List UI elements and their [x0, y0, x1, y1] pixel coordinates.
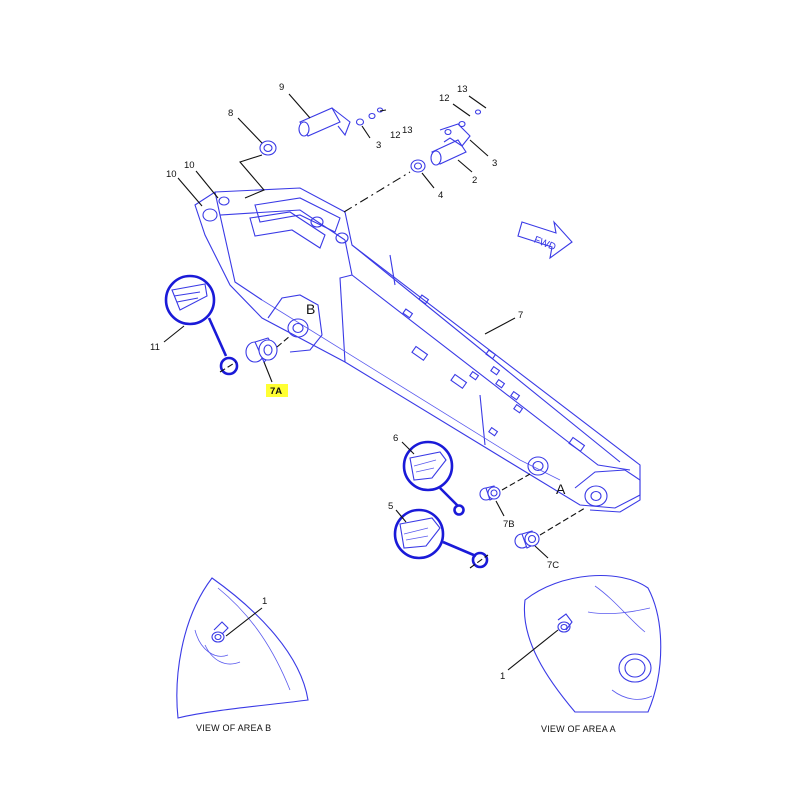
callout-8: 8 — [228, 108, 233, 119]
bushing-group-7b — [453, 473, 531, 516]
callout-13-upper: 13 — [402, 125, 413, 136]
pin-group-right — [343, 109, 482, 213]
detail-view-area-a: 1 VIEW OF AREA A — [500, 574, 662, 734]
area-b-marker: B — [306, 301, 315, 317]
callout-12-right: 12 — [439, 93, 450, 104]
detail-view-area-b: 1 VIEW OF AREA B — [176, 577, 309, 733]
callout-2: 2 — [472, 175, 477, 186]
callout-13-right: 13 — [457, 84, 468, 95]
view-area-a-label: VIEW OF AREA A — [541, 724, 616, 734]
callout-7: 7 — [518, 310, 523, 321]
callout-7a-highlight — [266, 384, 288, 397]
area-a-marker: A — [556, 481, 566, 497]
callout-3-right: 3 — [492, 158, 497, 169]
callout-7c: 7C — [547, 560, 559, 571]
callout-7b: 7B — [503, 519, 515, 530]
callout-9: 9 — [279, 82, 284, 93]
callout-12-upper: 12 — [390, 130, 401, 141]
fwd-label: FWD — [532, 235, 557, 254]
bushing-group-7a — [219, 335, 291, 376]
callout-leaders — [163, 93, 549, 559]
callout-5: 5 — [388, 501, 393, 512]
callout-1-area-b: 1 — [262, 596, 267, 607]
seal-detail-5 — [393, 508, 477, 560]
fwd-arrow: FWD — [517, 220, 573, 260]
callout-10-outer: 10 — [166, 169, 177, 180]
callout-11: 11 — [150, 342, 160, 353]
callout-labels: 13 12 9 8 12 13 3 3 2 4 10 10 7 11 7A 6 … — [150, 82, 566, 571]
boom-assembly — [194, 187, 641, 513]
callout-1-area-a: 1 — [500, 671, 505, 682]
seal-detail-11 — [164, 274, 228, 357]
callout-7a: 7A — [270, 386, 282, 397]
callout-6: 6 — [393, 433, 398, 444]
callout-3-upper: 3 — [376, 140, 381, 151]
callout-4: 4 — [438, 190, 443, 201]
seal-detail-6 — [402, 440, 459, 507]
callout-10-inner: 10 — [184, 160, 195, 171]
pin-group-upper — [239, 107, 384, 199]
view-area-b-label: VIEW OF AREA B — [196, 723, 271, 733]
bushing-group-7c — [469, 507, 586, 569]
